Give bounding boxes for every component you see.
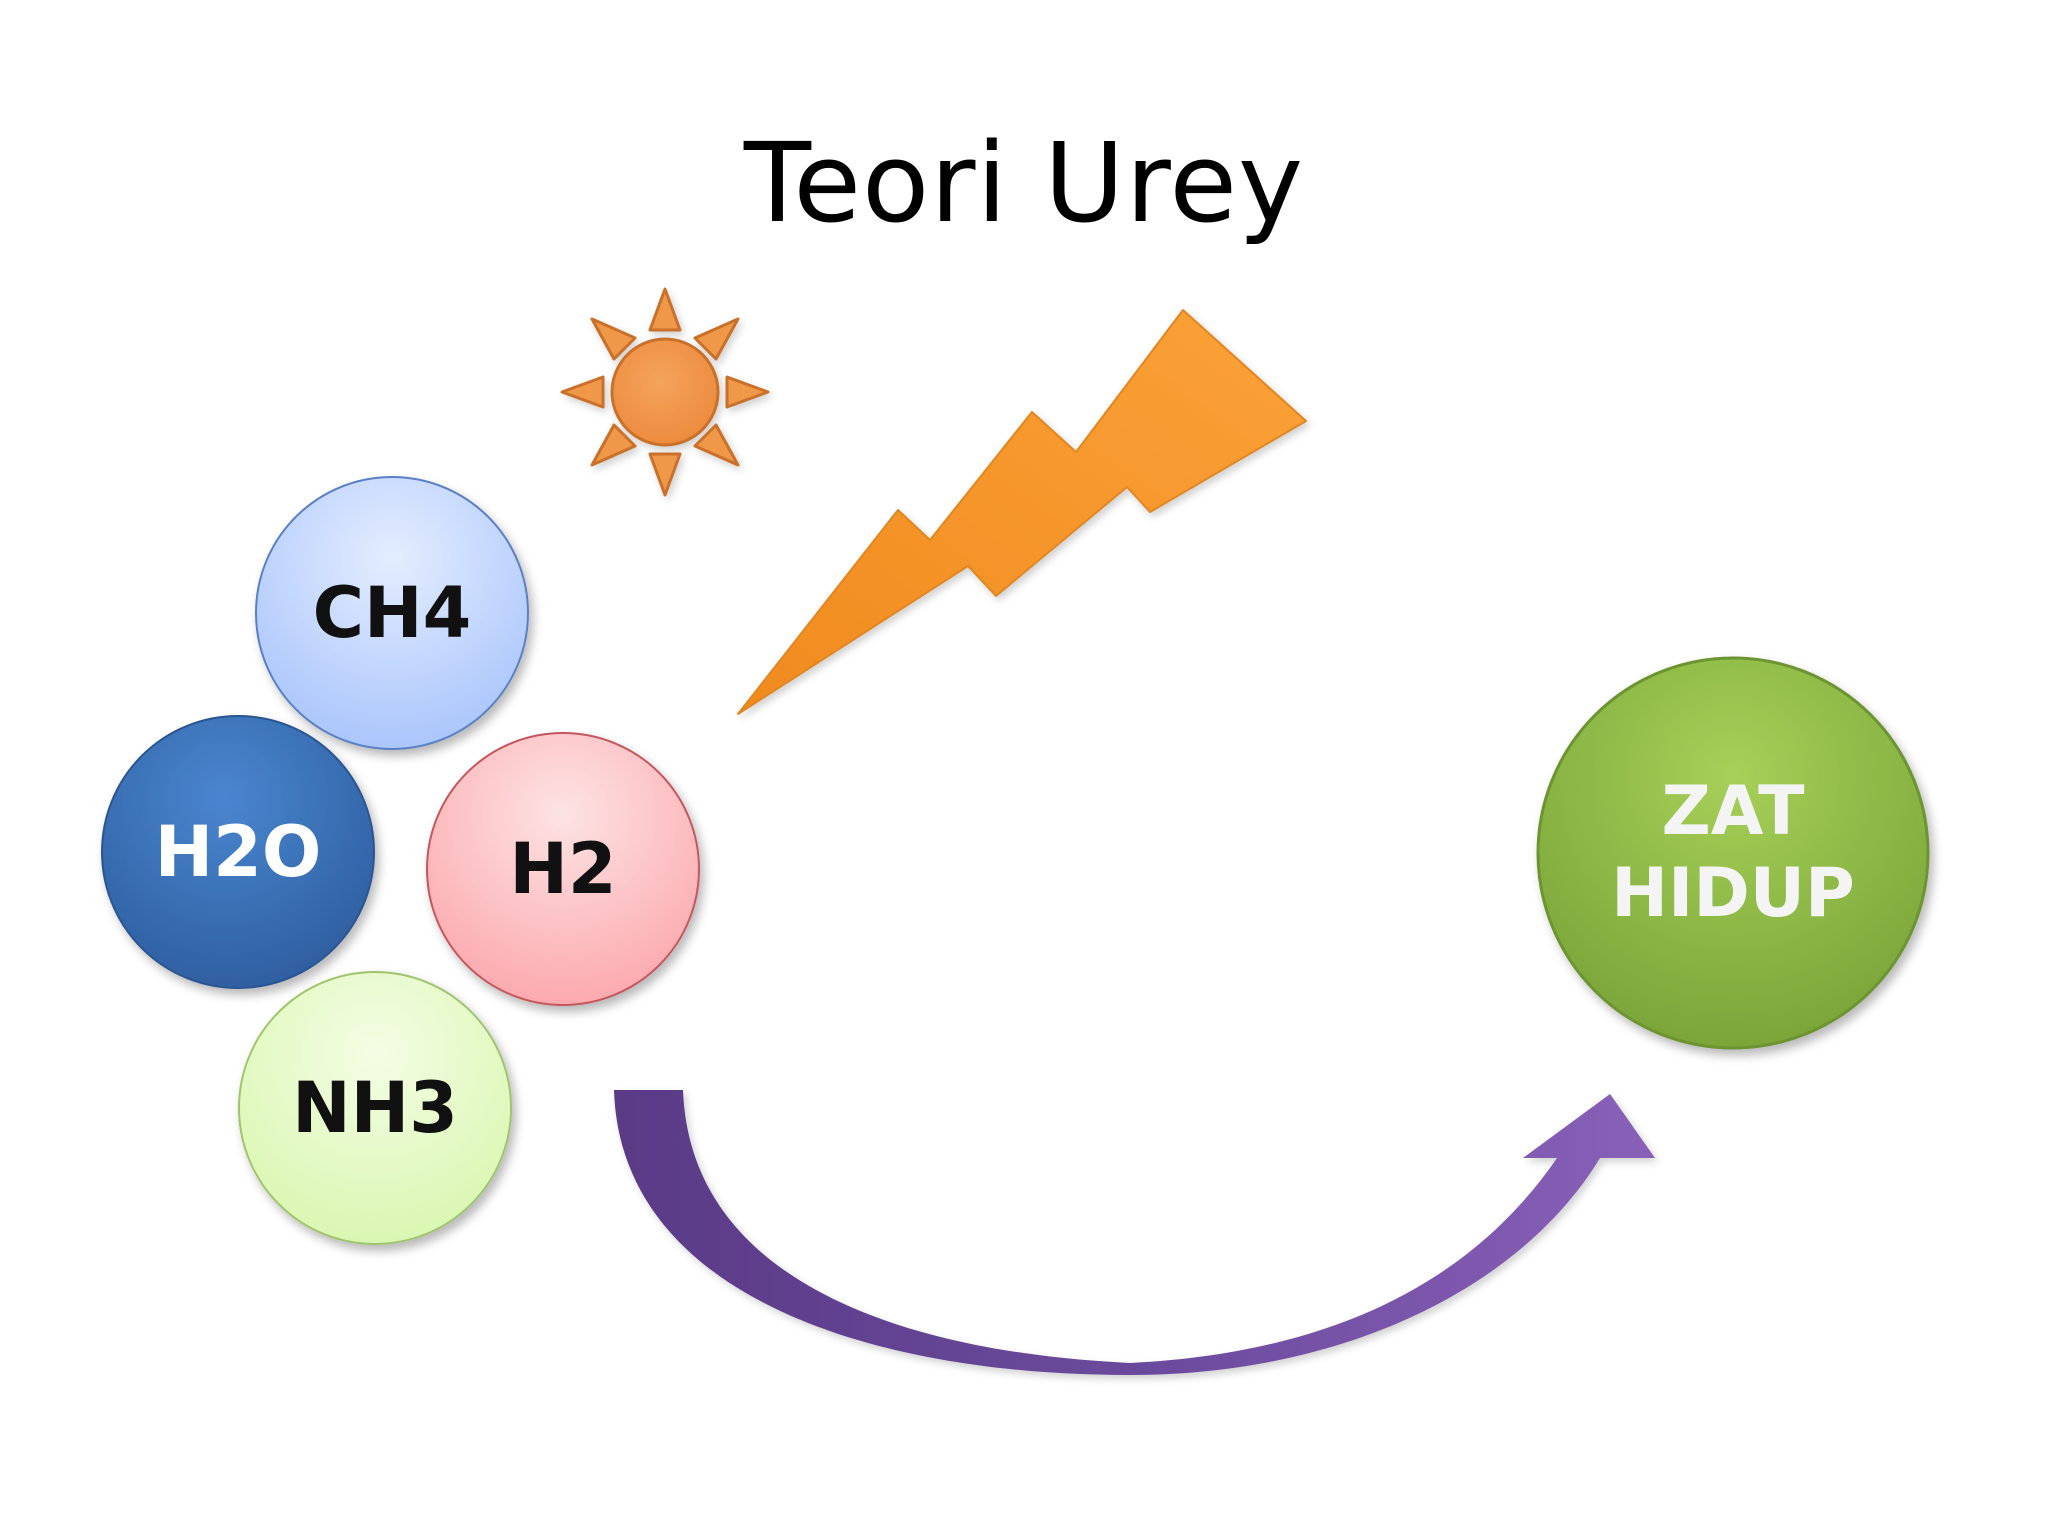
h2-label: H2 xyxy=(509,828,617,910)
h2o-label: H2O xyxy=(154,811,322,893)
zat-hidup-line2: HIDUP xyxy=(1611,854,1855,933)
h2o-circle xyxy=(101,715,375,989)
zat-hidup-label: ZAT HIDUP xyxy=(1538,658,1928,1048)
zat-hidup-circle xyxy=(1536,656,1930,1050)
h2-circle xyxy=(426,732,700,1006)
sun-icon xyxy=(560,287,770,497)
nh3-circle xyxy=(238,971,512,1245)
ch4-label: CH4 xyxy=(312,572,472,654)
slide-title: Teori Urey xyxy=(743,119,1305,247)
curved-arrow-icon xyxy=(614,1090,1655,1375)
nh3-label: NH3 xyxy=(292,1067,458,1149)
ch4-circle xyxy=(255,476,529,750)
lightning-bolt-icon xyxy=(737,309,1307,715)
zat-hidup-line1: ZAT xyxy=(1661,772,1805,852)
